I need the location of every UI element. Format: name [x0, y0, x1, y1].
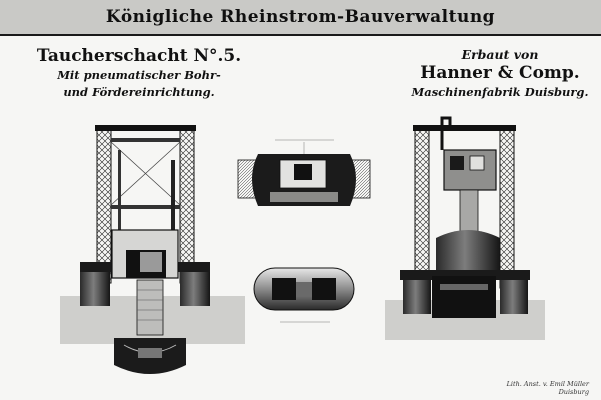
lithographer-line1: Lith. Anst. v. Emil Müller [506, 380, 589, 388]
right-caption: Erbaut von Hanner & Comp. Maschinenfabri… [395, 46, 601, 101]
center-caisson-plan [253, 267, 355, 323]
plate-title: Königliche Rheinstrom-Bauverwaltung [105, 7, 496, 27]
left-caption-line2: und Fördereinrichtung. [63, 85, 215, 99]
left-elevation-drawing [80, 125, 210, 374]
right-caption-line1: Erbaut von [461, 47, 539, 62]
right-caption-line2: Maschinenfabrik Duisburg. [411, 85, 589, 99]
left-caption: Taucherschacht N°.5. Mit pneumatischer B… [34, 46, 244, 101]
title-banner: Königliche Rheinstrom-Bauverwaltung [0, 0, 601, 36]
right-elevation-drawing [400, 116, 530, 318]
lithographer-line2: Duisburg [558, 388, 589, 396]
right-caption-title: Hanner & Comp. [420, 63, 580, 83]
left-caption-line1: Mit pneumatischer Bohr- [57, 68, 221, 82]
left-caption-title: Taucherschacht N°.5. [36, 46, 242, 66]
lithographer-credit: Lith. Anst. v. Emil Müller Duisburg [507, 380, 589, 396]
center-plan-section [237, 139, 371, 206]
